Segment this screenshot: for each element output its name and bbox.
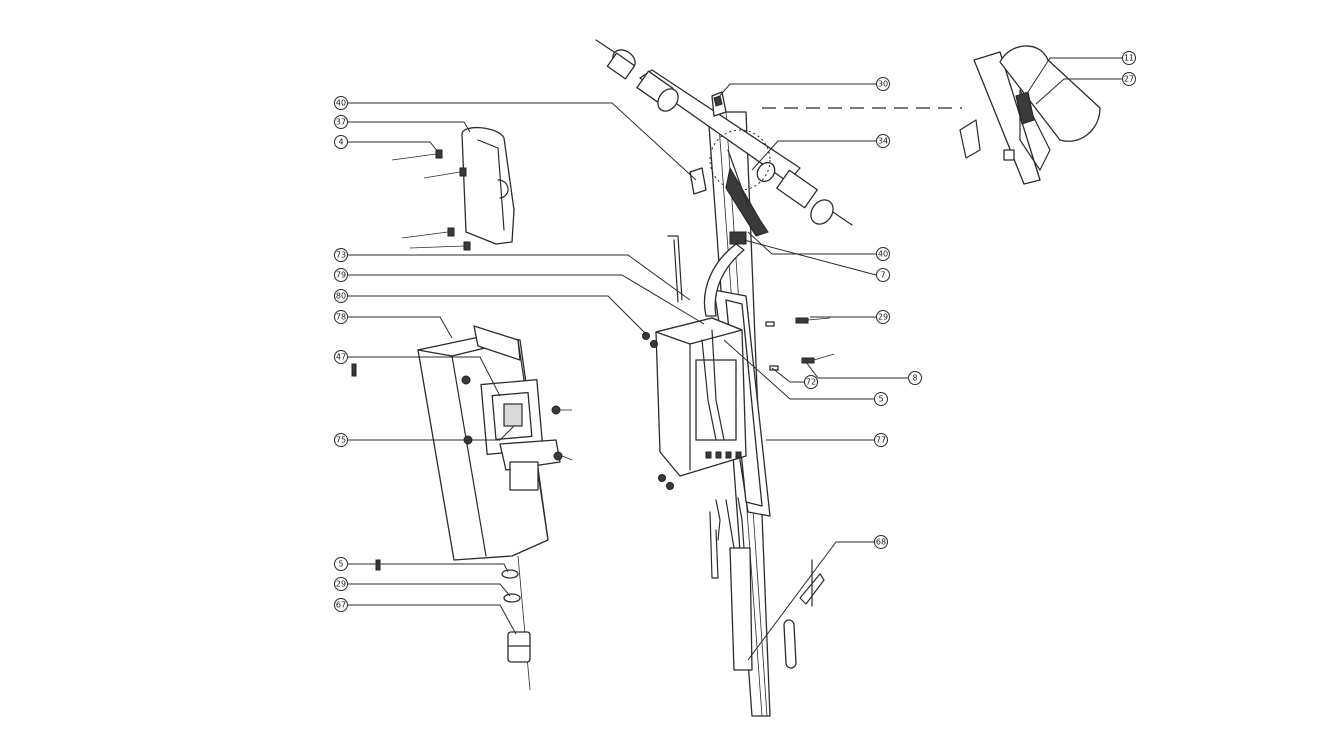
callout-label: 7 — [880, 271, 885, 280]
callout-68: 68 — [874, 535, 888, 549]
callout-label: 8 — [912, 374, 917, 383]
detail-inset — [762, 45, 1101, 185]
cover-part — [391, 127, 515, 251]
bottom-fittings — [375, 555, 531, 691]
callout-label: 30 — [878, 80, 888, 89]
handlebar-assembly — [595, 39, 853, 237]
callout-7: 7 — [876, 268, 890, 282]
callout-label: 37 — [336, 118, 346, 127]
callout-label: 47 — [336, 353, 346, 362]
callout-80: 80 — [334, 289, 348, 303]
callout-label: 79 — [336, 271, 346, 280]
callout-40-left: 40 — [334, 96, 348, 110]
callout-75: 75 — [334, 433, 348, 447]
callout-67: 67 — [334, 598, 348, 612]
callout-8: 8 — [908, 371, 922, 385]
callout-5-right: 5 — [874, 392, 888, 406]
callout-label: 75 — [336, 436, 346, 445]
callout-47: 47 — [334, 350, 348, 364]
callout-label: 72 — [806, 378, 816, 387]
control-box — [642, 231, 835, 517]
callout-label: 5 — [338, 560, 343, 569]
leader-lines — [348, 57, 1122, 661]
callout-40-right: 40 — [876, 247, 890, 261]
callout-27: 27 — [1122, 72, 1136, 86]
callout-label: 40 — [878, 250, 888, 259]
callout-5-left: 5 — [334, 557, 348, 571]
enclosure-box — [351, 325, 573, 561]
callout-73: 73 — [334, 248, 348, 262]
callout-29-right: 29 — [876, 310, 890, 324]
callout-78: 78 — [334, 310, 348, 324]
lower-cable — [709, 497, 753, 671]
callout-label: 73 — [336, 251, 346, 260]
callout-label: 29 — [878, 313, 888, 322]
callout-label: 29 — [336, 580, 346, 589]
callout-4: 4 — [334, 135, 348, 149]
callout-79: 79 — [334, 268, 348, 282]
callout-label: 68 — [876, 538, 886, 547]
callout-label: 27 — [1124, 75, 1134, 84]
callout-label: 77 — [876, 436, 886, 445]
callout-label: 80 — [336, 292, 346, 301]
callout-label: 40 — [336, 99, 346, 108]
callout-label: 78 — [336, 313, 346, 322]
callout-label: 11 — [1124, 54, 1134, 63]
callout-72: 72 — [804, 375, 818, 389]
callout-label: 5 — [878, 395, 883, 404]
callout-label: 34 — [878, 137, 888, 146]
callout-30: 30 — [876, 77, 890, 91]
callout-11: 11 — [1122, 51, 1136, 65]
callout-34: 34 — [876, 134, 890, 148]
callout-29-left: 29 — [334, 577, 348, 591]
callout-37: 37 — [334, 115, 348, 129]
callout-label: 67 — [336, 601, 346, 610]
callout-label: 4 — [338, 138, 343, 147]
callout-77: 77 — [874, 433, 888, 447]
